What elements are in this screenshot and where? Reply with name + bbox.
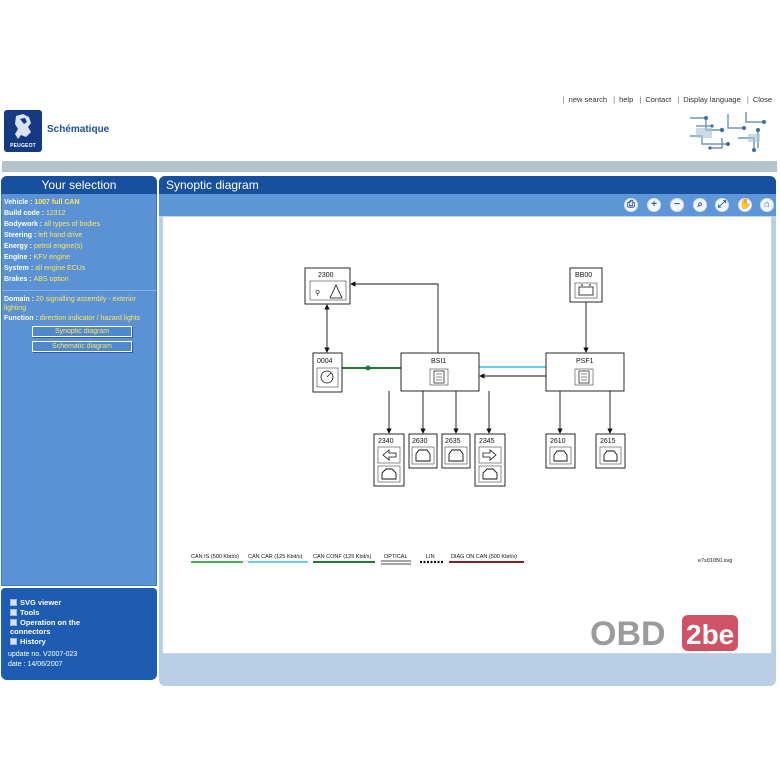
ecu-2345[interactable]: 2345 [474,433,506,487]
selection-row-system: System : all engine ECUs [4,265,86,272]
selection-row-brakes: Brakes : ABS option [4,276,69,283]
svg-text:2345: 2345 [479,438,495,445]
diagram-toolbar [159,194,776,216]
peugeot-logo: PEUGEOT [4,110,42,152]
tools-panel [1,588,157,680]
svg-text:⚲: ⚲ [315,289,320,297]
svg-text:2300: 2300 [318,272,334,279]
bullet-icon [10,599,17,606]
ecu-2615[interactable]: 2615 [595,433,626,469]
legend-can-is: CAN IS (500 Kbit/s) [191,554,239,560]
app-title: Schématique [47,124,110,135]
svg-text:BB00: BB00 [575,272,592,279]
main-title: Synoptic diagram [159,176,776,194]
zoom-fit-icon[interactable]: ⤢ [715,198,729,212]
svg-text:2630: 2630 [412,438,428,445]
selection-row-bodywork: Bodywork : all types of bodies [4,221,101,228]
tool-svg-viewer[interactable]: SVG viewer [10,598,61,607]
svg-text:BSI1: BSI1 [431,358,446,365]
selection-panel [1,176,157,586]
ecu-2300[interactable]: 2300 ⚲ [304,267,351,305]
zoom-area-icon[interactable]: ⌕ [693,198,707,212]
schematic-diagram-button[interactable]: Schematic diagram [32,341,132,352]
bullet-icon [10,609,17,616]
can-conf-junction [365,365,371,371]
brand-text: PEUGEOT [10,143,36,149]
print-icon[interactable]: ⎙ [624,198,638,212]
link-contact[interactable]: Contact [645,95,672,104]
circuit-decoration [688,108,770,154]
ecu-2630[interactable]: 2630 [408,433,438,469]
svg-file-name: e7s01050.svg [698,558,733,564]
ecu-0004[interactable]: 0004 [312,352,343,393]
tool-tools[interactable]: Tools [10,608,39,617]
wire-legend: CAN IS (500 Kbit/s) CAN CAR (125 Kbit/s)… [191,554,524,565]
update-number: update no. V2007-023 [8,651,78,658]
home-icon[interactable]: ⌂ [760,198,774,212]
ecu-2340[interactable]: 2340 [373,433,405,487]
svg-text:PSF1: PSF1 [576,358,594,365]
obd2be-watermark: OBD 2be [590,615,738,653]
selection-function: Function : direction indicator / hazard … [4,315,141,322]
link-help[interactable]: help [619,95,634,104]
svg-text:0004: 0004 [317,358,333,365]
header-band [2,161,777,172]
tool-history[interactable]: History [10,637,46,646]
svg-text:2615: 2615 [600,438,616,445]
ecu-2635[interactable]: 2635 [441,433,471,469]
ecu-PSF1[interactable]: PSF1 [545,352,625,392]
ecu-2610[interactable]: 2610 [545,433,576,469]
top-links: |new search |help |Contact |Display lang… [562,95,772,104]
selection-domain: Domain : 20 signalling assembly - exteri… [4,296,136,312]
selection-row-energy: Energy : petrol engine(s) [4,243,83,250]
zoom-out-icon[interactable]: − [670,198,684,212]
watermark-part1: OBD [590,615,666,653]
synoptic-diagram-button[interactable]: Synoptic diagram [32,326,132,337]
selection-row-steering: Steering : left hand drive [4,232,83,239]
link-new-search[interactable]: new search [568,95,608,104]
svg-text:2610: 2610 [550,438,566,445]
selection-row-engine: Engine : KFV engine [4,254,71,261]
legend-can-car: CAN CAR (125 Kbit/s) [248,554,303,560]
selection-row-vehicle: Vehicle : 1007 full CAN [4,199,80,206]
pan-hand-icon[interactable]: ✋ [738,198,752,212]
link-close[interactable]: Close [752,95,772,104]
selection-title: Your selection [1,176,157,194]
update-date: date : 14/06/2007 [8,661,63,668]
zoom-in-icon[interactable]: + [647,198,661,212]
svg-text:2635: 2635 [445,438,461,445]
legend-can-conf: CAN CONF (125 Kbit/s) [313,554,372,560]
watermark-part2: 2be [686,619,734,650]
bullet-icon [10,619,17,626]
svg-text:2340: 2340 [378,438,394,445]
synoptic-diagram[interactable]: 2300 ⚲ BB00 0004 BSI1 PSF1 [162,216,772,654]
selection-divider [1,290,157,291]
legend-lin: LIN [426,554,435,560]
ecu-BB00[interactable]: BB00 [569,267,603,303]
link-display-language[interactable]: Display language [683,95,741,104]
ecu-BSI1[interactable]: BSI1 [400,352,480,392]
legend-diag: DIAG ON CAN (500 Kbit/s) [451,554,517,560]
tool-operation-connectors[interactable]: Operation on the connectors [10,618,80,636]
lion-icon [15,114,31,139]
legend-optical: OPTICAL [384,554,408,560]
selection-row-build-code: Build code : 12312 [4,210,66,217]
bullet-icon [10,638,17,645]
